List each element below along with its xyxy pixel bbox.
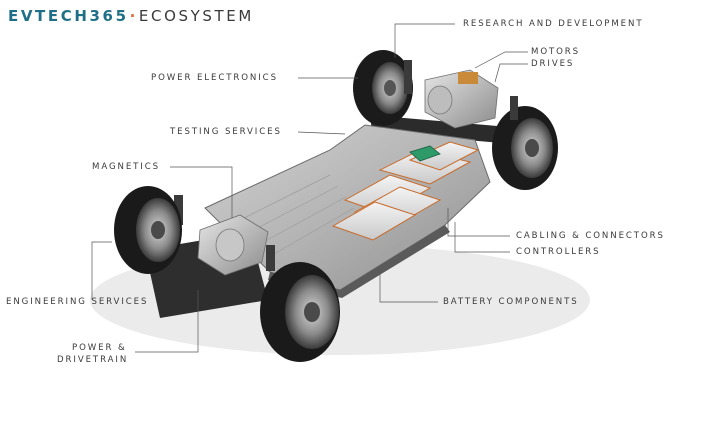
- brand-logo: EVTECH365·ECOSYSTEM: [8, 7, 254, 25]
- battery-cells: [331, 141, 480, 241]
- rear-motor-unit: [424, 69, 499, 129]
- rear-left-wheel: [353, 50, 413, 126]
- leader-controllers: [454, 222, 510, 253]
- leader-engineering: [91, 241, 112, 300]
- label-research-development: RESEARCH AND DEVELOPMENT: [463, 19, 644, 29]
- label-drives: DRIVES: [531, 59, 575, 69]
- label-controllers: CONTROLLERS: [516, 247, 601, 257]
- rear-frame: [370, 115, 525, 145]
- controller-module: [409, 145, 441, 162]
- front-motor-unit: [197, 214, 269, 276]
- front-left-wheel: [114, 186, 182, 274]
- logo-separator: ·: [129, 7, 138, 25]
- label-power-drivetrain-1: POWER &: [72, 343, 127, 353]
- leader-cabling: [447, 208, 510, 237]
- front-right-wheel: [260, 262, 340, 362]
- tray-grooves: [239, 174, 355, 256]
- label-testing-services: TESTING SERVICES: [170, 127, 282, 137]
- logo-ecosystem-text: ECOSYSTEM: [138, 7, 254, 25]
- leader-lines: [91, 23, 528, 353]
- leader-magnetics: [170, 166, 233, 218]
- rear-right-wheel: [492, 106, 558, 190]
- rear-suspension: [404, 60, 518, 120]
- leader-drives: [494, 63, 528, 83]
- leader-testing: [297, 131, 346, 135]
- label-cabling-connectors: CABLING & CONNECTORS: [516, 231, 665, 241]
- label-magnetics: MAGNETICS: [92, 162, 160, 172]
- front-suspension: [174, 195, 275, 271]
- leader-power-drivetrain: [135, 290, 199, 353]
- logo-brand-text: EVTECH365: [8, 7, 129, 25]
- leader-motors: [474, 51, 528, 69]
- label-power-electronics: POWER ELECTRONICS: [151, 73, 278, 83]
- battery-tray-edge: [268, 225, 450, 298]
- label-motors: MOTORS: [531, 47, 581, 57]
- label-engineering-services: ENGINEERING SERVICES: [6, 297, 149, 307]
- leader-battery: [379, 270, 438, 303]
- label-power-drivetrain-2: DRIVETRAIN: [57, 355, 129, 365]
- leader-research: [394, 23, 455, 58]
- label-battery-components: BATTERY COMPONENTS: [443, 297, 579, 307]
